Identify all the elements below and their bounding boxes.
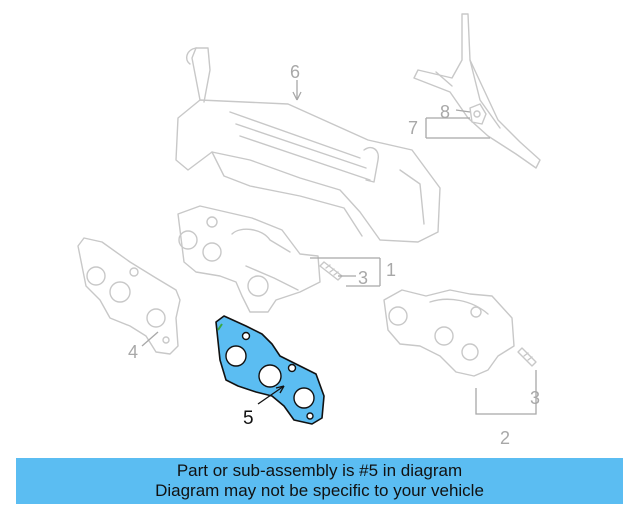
banner-line-part-number: Part or sub-assembly is #5 in diagram <box>176 461 463 480</box>
bracket-part-7 <box>413 13 541 169</box>
gasket-part-5-highlighted[interactable] <box>215 315 325 425</box>
callout-5: 5 <box>243 408 254 429</box>
callout-7: 7 <box>408 118 418 138</box>
banner-line-disclaimer: Diagram may not be specific to your vehi… <box>155 481 484 500</box>
callout-8: 8 <box>440 102 450 122</box>
callout-6: 6 <box>290 62 300 82</box>
callout-2: 2 <box>500 428 510 448</box>
callout-1: 1 <box>386 260 396 280</box>
heat-shield-part-6 <box>175 47 441 243</box>
stud-part-3-lower <box>517 347 537 367</box>
callout-lines <box>141 80 537 415</box>
stud-part-3-upper <box>319 261 343 281</box>
exhaust-manifold-part-2 <box>383 289 515 377</box>
info-banner: Part or sub-assembly is #5 in diagram Di… <box>16 458 623 504</box>
exhaust-manifold-part-1 <box>177 205 321 313</box>
callout-4: 4 <box>128 342 138 362</box>
callout-3-lower: 3 <box>530 388 540 408</box>
gasket-part-4 <box>77 237 181 355</box>
bolt-part-8 <box>469 103 487 125</box>
callout-3-upper: 3 <box>358 268 368 288</box>
